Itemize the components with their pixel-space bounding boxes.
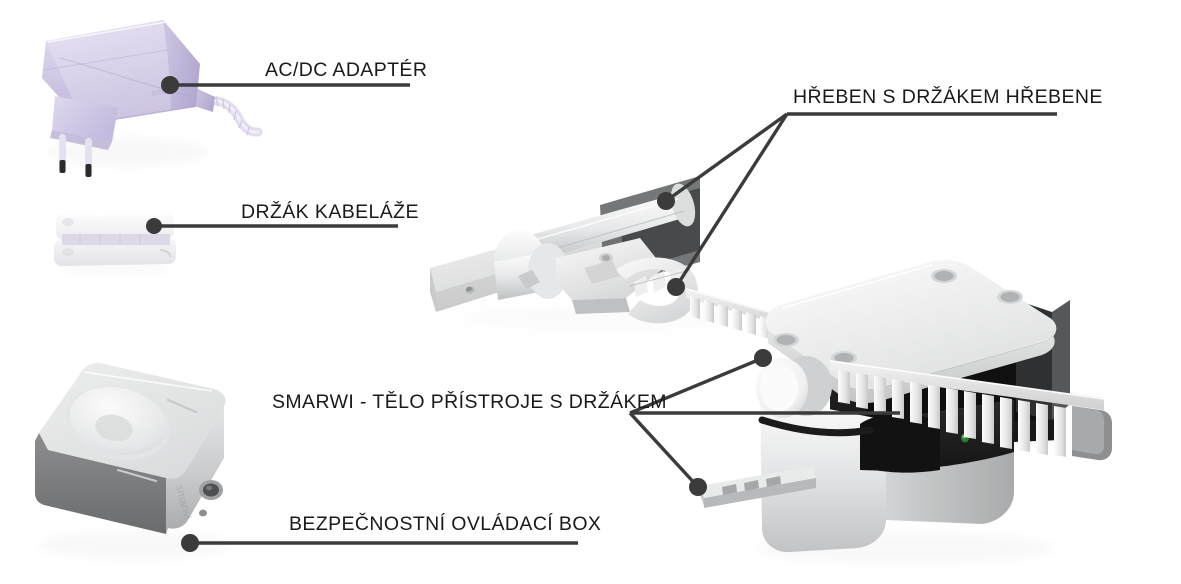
label-ac-dc-adapter: AC/DC ADAPTÉR bbox=[265, 59, 428, 81]
control-box-jack-port bbox=[199, 480, 223, 517]
bracket-jaw-teeth bbox=[634, 268, 684, 297]
part-cable-holder bbox=[54, 212, 176, 275]
part-ac-dc-adapter: smarwi bbox=[42, 20, 263, 177]
bracket-pivot-arm bbox=[520, 183, 696, 262]
smarwi-roller-knob bbox=[756, 356, 832, 418]
part-control-box: smarwi bbox=[35, 362, 231, 559]
control-box-logo: smarwi bbox=[173, 484, 193, 521]
part-rack-left-segment bbox=[685, 288, 801, 343]
leader-dot-cable-holder bbox=[146, 218, 162, 234]
svg-text:smarwi: smarwi bbox=[151, 84, 181, 98]
leader-line-rack-branch-upper bbox=[665, 112, 788, 203]
leader-dot-body-top bbox=[754, 349, 772, 367]
label-rack-with-holder: HŘEBEN S DRŽÁKEM HŘEBENE bbox=[793, 86, 1103, 108]
svg-text:smarwi: smarwi bbox=[173, 484, 193, 521]
adapter-cable bbox=[204, 96, 263, 137]
leader-dot-adapter bbox=[161, 76, 179, 94]
leader-line-rack-branch-lower bbox=[674, 113, 789, 288]
leader-dot-rack-holder bbox=[657, 192, 675, 210]
leader-dots bbox=[146, 76, 772, 552]
smarwi-lower-rail bbox=[700, 466, 816, 508]
label-smarwi-body: SMARWI - TĚLO PŘÍSTROJE S DRŽÁKEM bbox=[272, 391, 667, 413]
leader-dot-rack bbox=[667, 278, 685, 296]
leader-dot-control-box bbox=[181, 534, 199, 552]
rack-teeth-left bbox=[690, 296, 784, 343]
part-rack-holder-bracket bbox=[430, 176, 740, 330]
adapter-prongs bbox=[59, 134, 92, 177]
part-rack-right-segment bbox=[829, 360, 1112, 461]
bracket-boss bbox=[494, 230, 568, 300]
rack-teeth-right bbox=[838, 370, 1066, 457]
label-cable-holder: DRŽÁK KABELÁŽE bbox=[241, 201, 419, 223]
leader-line-body-branch-lower bbox=[628, 411, 700, 489]
status-led bbox=[961, 433, 969, 443]
label-safety-control-box: BEZPEČNOSTNÍ OVLÁDACÍ BOX bbox=[289, 513, 602, 535]
leader-dot-body-bottom bbox=[689, 478, 707, 496]
plate-screw-holes bbox=[773, 269, 1023, 365]
part-smarwi-body bbox=[700, 260, 1070, 564]
